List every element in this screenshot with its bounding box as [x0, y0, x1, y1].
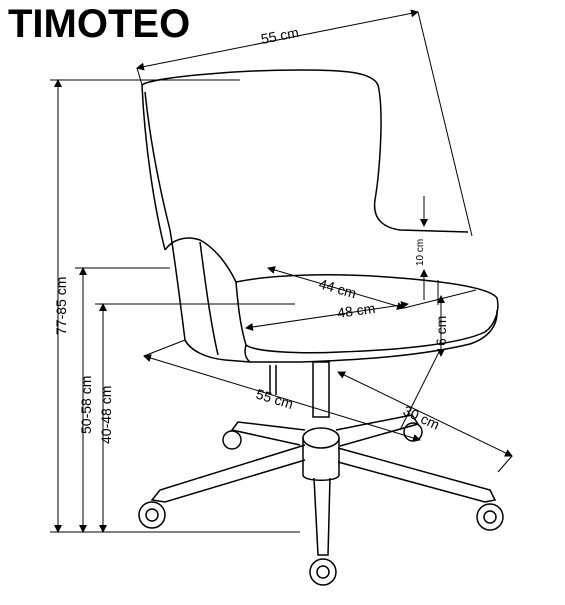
leg-front — [313, 477, 331, 556]
leg-back-left — [230, 421, 306, 446]
dimension-labels: 55 cm 44 cm 48 cm 10 cm 6 cm 55 cm 30 cm… — [53, 24, 449, 444]
caster-left — [138, 501, 166, 529]
caster-back-left — [222, 430, 242, 450]
product-title: TIMOTEO — [8, 2, 191, 46]
leg-left — [150, 444, 306, 503]
backrest-inner — [144, 91, 186, 341]
dim-base-radius — [337, 371, 513, 457]
leg-right — [337, 447, 497, 503]
base-hub — [302, 427, 340, 449]
label-armrest-height: 10 cm — [415, 239, 426, 266]
label-seat-height-lower: 40-48 cm — [98, 386, 114, 444]
dim-seat-width — [245, 301, 409, 331]
backrest — [141, 69, 469, 233]
label-base-diameter: 55 cm — [254, 386, 295, 412]
seat-front — [244, 309, 498, 363]
label-seat-thickness: 6 cm — [433, 316, 449, 346]
label-total-height: 77-85 cm — [53, 277, 69, 335]
label-overall-width: 55 cm — [260, 24, 300, 47]
gas-lift — [312, 361, 330, 418]
dim-overall-width — [136, 9, 419, 71]
caster-front — [309, 558, 337, 586]
label-seat-width: 48 cm — [336, 300, 376, 321]
label-seat-height-upper: 50-58 cm — [78, 376, 94, 434]
caster-right — [476, 503, 504, 531]
label-seat-depth: 44 cm — [317, 276, 358, 302]
